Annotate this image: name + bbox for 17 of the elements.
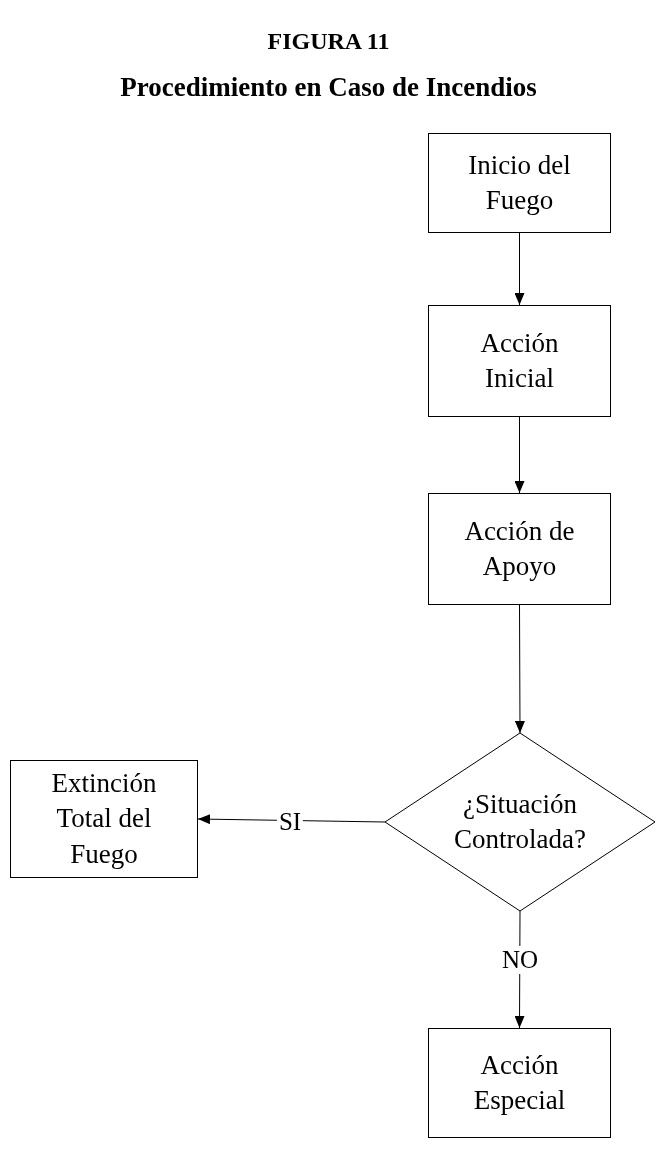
figure-title: FIGURA 11 bbox=[266, 28, 391, 55]
process-box bbox=[428, 305, 611, 417]
node-text: Inicio del Fuego bbox=[467, 148, 572, 217]
node-text: Acción Inicial bbox=[479, 326, 560, 395]
arrow bbox=[514, 232, 525, 306]
arrow bbox=[514, 604, 525, 734]
process-box bbox=[10, 760, 198, 878]
node-text: ¿Situación Controlada? bbox=[453, 787, 587, 856]
figure-caption: Procedimiento en Caso de Incendios bbox=[119, 72, 538, 103]
decision-diamond bbox=[384, 732, 656, 912]
node-text: Acción de Apoyo bbox=[463, 514, 576, 583]
node-text: Extinción Total del Fuego bbox=[50, 767, 158, 871]
node-text: Acción Especial bbox=[472, 1048, 567, 1117]
process-box bbox=[428, 1028, 611, 1138]
arrow bbox=[514, 416, 525, 494]
process-box bbox=[428, 133, 611, 233]
process-box bbox=[428, 493, 611, 605]
